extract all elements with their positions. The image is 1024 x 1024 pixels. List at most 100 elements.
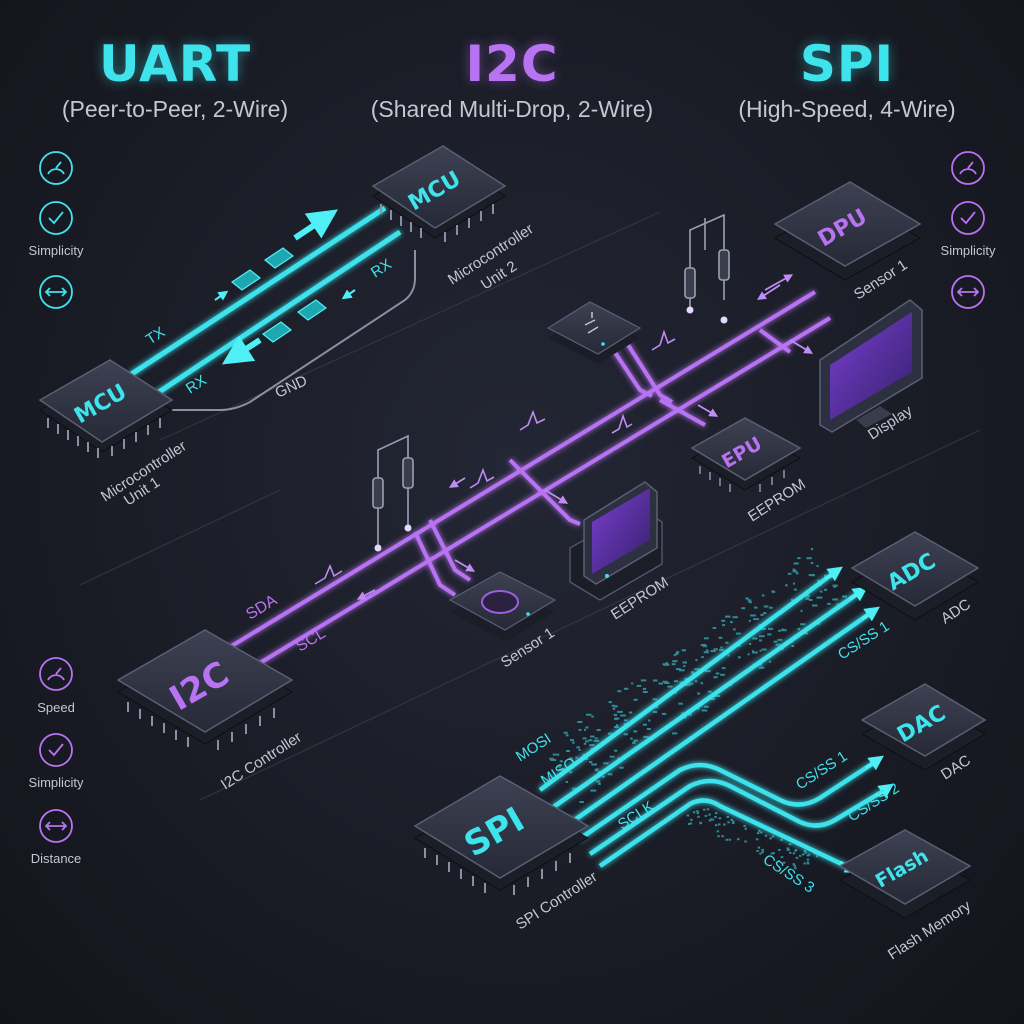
data-stream-speck (559, 760, 564, 763)
data-stream-speck (601, 775, 605, 778)
data-stream-speck (673, 680, 679, 683)
data-stream-speck (684, 683, 691, 686)
data-stream-speck (556, 753, 560, 756)
data-stream-speck (786, 847, 789, 850)
checkmark-glyph (48, 211, 64, 225)
uart-rx-arrow (221, 335, 262, 365)
data-stream-speck (563, 731, 568, 734)
data-stream-speck (805, 597, 810, 600)
data-stream-speck (579, 801, 584, 803)
data-stream-speck (794, 867, 797, 870)
data-stream-speck (585, 758, 589, 760)
data-stream-speck (672, 660, 678, 663)
data-stream-speck (583, 742, 587, 745)
spi-miso-line (550, 590, 862, 810)
data-stream-speck (662, 680, 668, 683)
i2c-tap-screen (508, 458, 581, 526)
speed-gauge-icon (39, 151, 73, 185)
data-stream-speck (731, 822, 735, 824)
data-stream-speck (761, 848, 764, 851)
data-stream-speck (749, 643, 752, 645)
data-stream-speck (723, 823, 726, 826)
data-stream-speck (748, 619, 751, 622)
data-stream-speck (806, 861, 810, 864)
data-stream-speck (686, 814, 690, 817)
data-stream-speck (697, 692, 701, 695)
data-stream-speck (761, 648, 767, 651)
i2c-title: I2C (465, 35, 559, 93)
data-stream-speck (757, 846, 761, 849)
data-stream-speck (732, 616, 738, 619)
data-stream-speck (759, 649, 762, 652)
data-stream-speck (616, 724, 619, 727)
i2c-scl-bus (243, 316, 832, 674)
data-stream-speck (716, 830, 720, 833)
data-stream-speck (715, 672, 720, 675)
data-stream-speck (795, 572, 799, 575)
data-stream-speck (661, 712, 667, 715)
data-stream-speck (832, 584, 838, 587)
spi-cs3-label: CS/SS 3 (760, 851, 818, 897)
data-stream-speck (718, 636, 723, 639)
legend-left-top (39, 151, 73, 309)
distance-arrows-glyph (44, 821, 68, 831)
data-stream-speck (794, 849, 797, 852)
data-stream-speck (748, 601, 752, 604)
data-stream-speck (607, 773, 613, 776)
data-stream-speck (718, 823, 721, 826)
i2c-tap-sensor-b (413, 531, 457, 597)
data-stream-speck (591, 763, 597, 766)
uart-tx-arrow (293, 209, 338, 241)
data-stream-speck (823, 588, 828, 591)
data-stream-speck (699, 822, 702, 825)
data-stream-speck (747, 599, 752, 602)
data-stream-speck (611, 704, 615, 707)
data-stream-speck (752, 651, 758, 654)
data-stream-speck (827, 602, 831, 605)
data-stream-speck (608, 732, 613, 735)
data-stream-speck (767, 633, 772, 636)
data-stream-speck (549, 757, 554, 760)
data-stream-speck (678, 702, 683, 705)
data-stream-speck (679, 681, 683, 684)
data-stream-speck (768, 627, 774, 630)
uart-rx-line (148, 229, 402, 401)
spi-mosi-line (538, 570, 837, 792)
data-stream-speck (595, 780, 601, 783)
data-stream-speck (714, 812, 718, 815)
data-stream-speck (816, 596, 823, 599)
data-stream-speck (658, 682, 663, 685)
data-stream-speck (703, 808, 706, 811)
data-stream-speck (758, 635, 765, 638)
data-stream-speck (714, 816, 717, 818)
data-stream-speck (617, 690, 622, 693)
data-stream-speck (597, 782, 601, 785)
uart-data-packets (230, 247, 328, 343)
i2c-dpu-device: DPU (773, 181, 922, 281)
data-stream-speck (690, 671, 694, 674)
data-stream-speck (578, 728, 582, 731)
data-stream-speck (803, 849, 807, 852)
speed-gauge-needle (47, 161, 65, 175)
data-stream-speck (613, 705, 618, 708)
data-stream-speck (741, 607, 746, 610)
data-stream-speck (728, 838, 732, 841)
data-stream-speck (648, 719, 651, 722)
data-stream-speck (812, 604, 818, 607)
spi-sclk-line (598, 798, 851, 871)
data-stream-speck (623, 733, 629, 736)
data-stream-speck (787, 572, 792, 575)
antenna-icon (584, 312, 599, 334)
data-stream-speck (694, 680, 698, 683)
data-stream-speck (795, 856, 799, 859)
data-stream-speck (708, 813, 711, 816)
data-stream-speck (792, 863, 795, 866)
spi-cs1-label-b: CS/SS 1 (793, 748, 851, 794)
data-stream-speck (730, 621, 733, 624)
data-stream-speck (673, 654, 677, 657)
data-stream-speck (575, 756, 578, 759)
data-stream-speck (780, 856, 784, 859)
data-stream-speck (797, 628, 801, 631)
data-stream-speck (720, 646, 723, 649)
spi-sclk-label: SCLK (615, 798, 657, 834)
